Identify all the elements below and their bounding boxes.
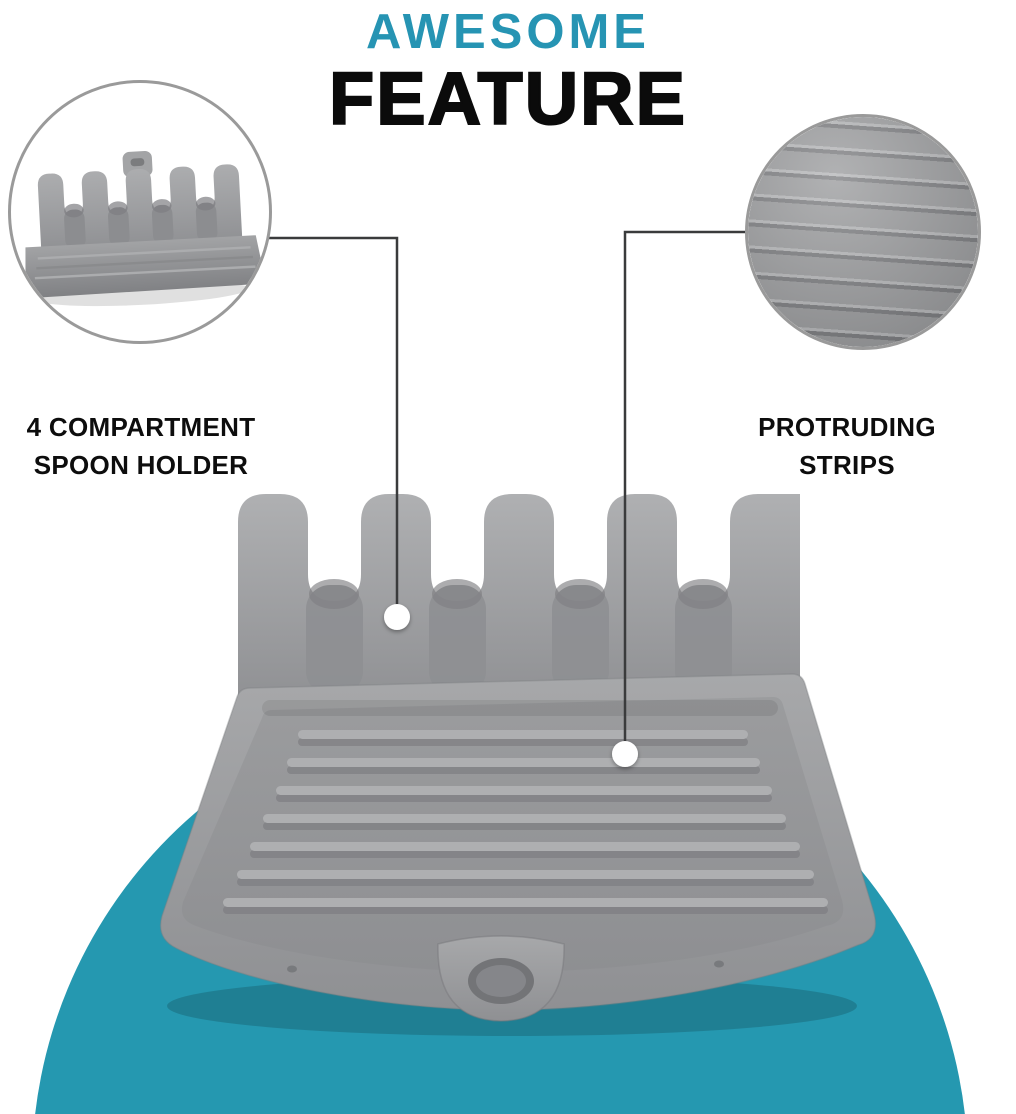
spoon-holder-detail-circle bbox=[8, 80, 272, 344]
strips-detail-circle bbox=[745, 114, 981, 350]
label-line-1: 4 COMPARTMENT bbox=[26, 412, 256, 442]
thumb-compartment-wall bbox=[37, 164, 243, 255]
slot-channel bbox=[429, 585, 486, 695]
label-line-2: STRIPS bbox=[799, 450, 895, 480]
label-line-2: SPOON HOLDER bbox=[33, 450, 249, 480]
compartment-wall bbox=[238, 494, 800, 700]
title-heading: FEATURE bbox=[328, 56, 687, 141]
spoon-holder-thumbnail bbox=[25, 151, 264, 307]
slot-channel bbox=[306, 585, 363, 695]
leader-line-right bbox=[623, 230, 746, 744]
hanging-tab bbox=[437, 935, 565, 1022]
strips-label: PROTRUDING STRIPS bbox=[758, 408, 936, 484]
callout-dot-strips bbox=[612, 741, 638, 767]
protruding-strips bbox=[223, 730, 828, 914]
callout-dot-spoon-holder bbox=[384, 604, 410, 630]
tray bbox=[159, 673, 877, 1011]
spoon-holder-label: 4 COMPARTMENT SPOON HOLDER bbox=[16, 408, 266, 484]
ridged-strips-texture bbox=[748, 117, 978, 347]
leader-line-left bbox=[268, 236, 399, 606]
slot-channel bbox=[675, 585, 732, 695]
label-line-1: PROTRUDING bbox=[758, 412, 936, 442]
slot-channel bbox=[552, 585, 609, 695]
title-eyebrow: AWESOME bbox=[366, 5, 650, 59]
